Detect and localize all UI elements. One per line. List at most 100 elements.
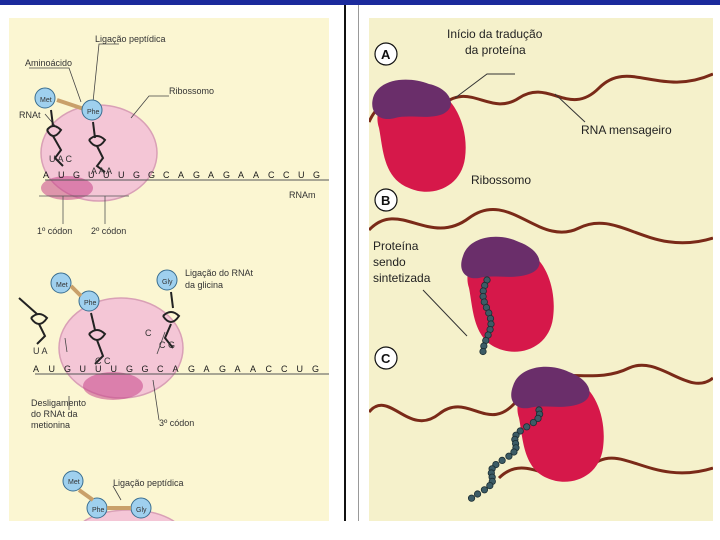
rnam-base: C (281, 364, 288, 374)
anticodon-trna-phe-1: A A A (91, 166, 112, 176)
rnam-base: G (148, 170, 155, 180)
badge-c-label: C (381, 351, 391, 366)
rnam-base: A (33, 364, 39, 374)
ribosome-translation-figure: A B C Início da tradução da proteína RNA… (369, 27, 713, 502)
peptide-bond-3a (77, 488, 95, 502)
leader-amino-acid (29, 67, 82, 103)
ribosome-b (461, 236, 554, 352)
panel-divider (344, 5, 346, 521)
label-release-3: metionina (31, 420, 70, 430)
label-met-1: Met (40, 97, 52, 104)
rnam-base: U (111, 364, 118, 374)
trna-phe-1 (88, 121, 107, 173)
rnam-base: G (64, 364, 71, 374)
label-peptide-bond-top: Ligação peptídica (95, 34, 166, 44)
rnam-base: A (204, 364, 210, 374)
rnam-base: C (268, 170, 275, 180)
leader-codon3 (152, 379, 160, 421)
amino-acid-bead (534, 414, 542, 422)
rnam-base: A (253, 170, 259, 180)
leader-peptide-bond-3 (112, 485, 122, 501)
anticodon-trna-met-1: U A C (49, 154, 73, 164)
label-protein-3: sintetizada (373, 271, 431, 285)
badge-b-circle (374, 188, 398, 212)
label-protein-2: sendo (373, 255, 406, 269)
label-codon2: 2º códon (91, 226, 126, 236)
badge-a-label: A (381, 47, 391, 62)
badge-a-circle (374, 42, 398, 66)
rnam-base: A (208, 170, 214, 180)
rnam-base: A (238, 170, 244, 180)
label-phe-3: Phe (92, 507, 105, 514)
badge-c: C (374, 346, 398, 370)
label-codon1: 1º códon (37, 226, 72, 236)
rnam-base: G (219, 364, 226, 374)
trna-gly-2 (162, 291, 181, 349)
rnam-base: C (266, 364, 273, 374)
met-amino-acid-3 (62, 470, 84, 492)
rnam-base: U (95, 364, 102, 374)
amino-acid-bead (467, 494, 476, 502)
label-start-translation: Início da tradução (447, 27, 543, 41)
label-phe-1: Phe (87, 109, 100, 116)
rnam-base: C (163, 170, 170, 180)
label-gly-3: Gly (136, 507, 147, 514)
trna-met-released (18, 297, 49, 345)
rnam-base: G (193, 170, 200, 180)
leader-ribosome-1 (130, 95, 169, 119)
ribosome-c-small-subunit (511, 366, 590, 409)
amino-acid-bead (510, 448, 518, 456)
phe-amino-acid-2 (78, 290, 100, 312)
label-release: Desligamento (31, 398, 86, 408)
arrow-met-exit (64, 337, 68, 353)
amino-acid-bead (473, 490, 482, 498)
label-met-3: Met (68, 479, 80, 486)
amino-acid-bead (523, 423, 531, 431)
rnam-base: U (118, 170, 125, 180)
ribosome-c (511, 366, 604, 482)
leader-protein (422, 289, 468, 337)
label-ribosome-left: Ribossomo (169, 86, 214, 96)
arrow-gly-entry (156, 331, 166, 355)
ribosome-b-small-subunit (461, 236, 540, 279)
rnam-base: U (58, 170, 65, 180)
translation-mechanism-panel: Ligação peptídica Aminoácido RNAt Riboss… (9, 18, 329, 522)
anticodon-trna-met-2: U A (33, 346, 48, 356)
ribosome-a (372, 79, 466, 192)
bottom-frame-strip (0, 521, 720, 540)
label-mrna: RNA mensageiro (581, 123, 672, 137)
rnam-base: C (157, 364, 164, 374)
label-start-translation-2: da proteína (465, 43, 526, 57)
label-peptide-bond-bottom: Ligação peptídica (113, 478, 184, 488)
label-rnat-glycine-2: da glicina (185, 280, 223, 290)
gly-amino-acid-2 (156, 269, 178, 291)
trna-phe-2 (88, 312, 107, 365)
met-amino-acid-1 (34, 87, 56, 109)
leader-peptide-bond-1 (92, 43, 119, 103)
amino-acid-bead (480, 486, 489, 494)
rnam-base: A (235, 364, 241, 374)
rnam-base: G (313, 170, 320, 180)
rnam-base: A (43, 170, 49, 180)
rnam-base: U (298, 170, 305, 180)
label-phe-2: Phe (84, 300, 97, 307)
rnam-base: U (297, 364, 304, 374)
peptide-bond-2 (69, 284, 83, 298)
protein-chain-c (467, 406, 544, 502)
rnam-base: U (103, 170, 110, 180)
rnam-base: A (178, 170, 184, 180)
badge-b: B (374, 188, 398, 212)
anticodon-trna-gly-2b: C G (159, 340, 175, 350)
stage-3 (62, 470, 177, 522)
rnam-base: G (133, 170, 140, 180)
amino-acid-bead (516, 427, 524, 435)
stage-2 (18, 269, 329, 421)
phe-amino-acid-1 (81, 99, 103, 121)
met-amino-acid-2 (50, 272, 72, 294)
rnam-base: A (250, 364, 256, 374)
translation-mechanism-figure: Ligação peptídica Aminoácido RNAt Riboss… (18, 34, 329, 522)
rnam-base: G (223, 170, 230, 180)
leader-start-translation (454, 73, 515, 99)
